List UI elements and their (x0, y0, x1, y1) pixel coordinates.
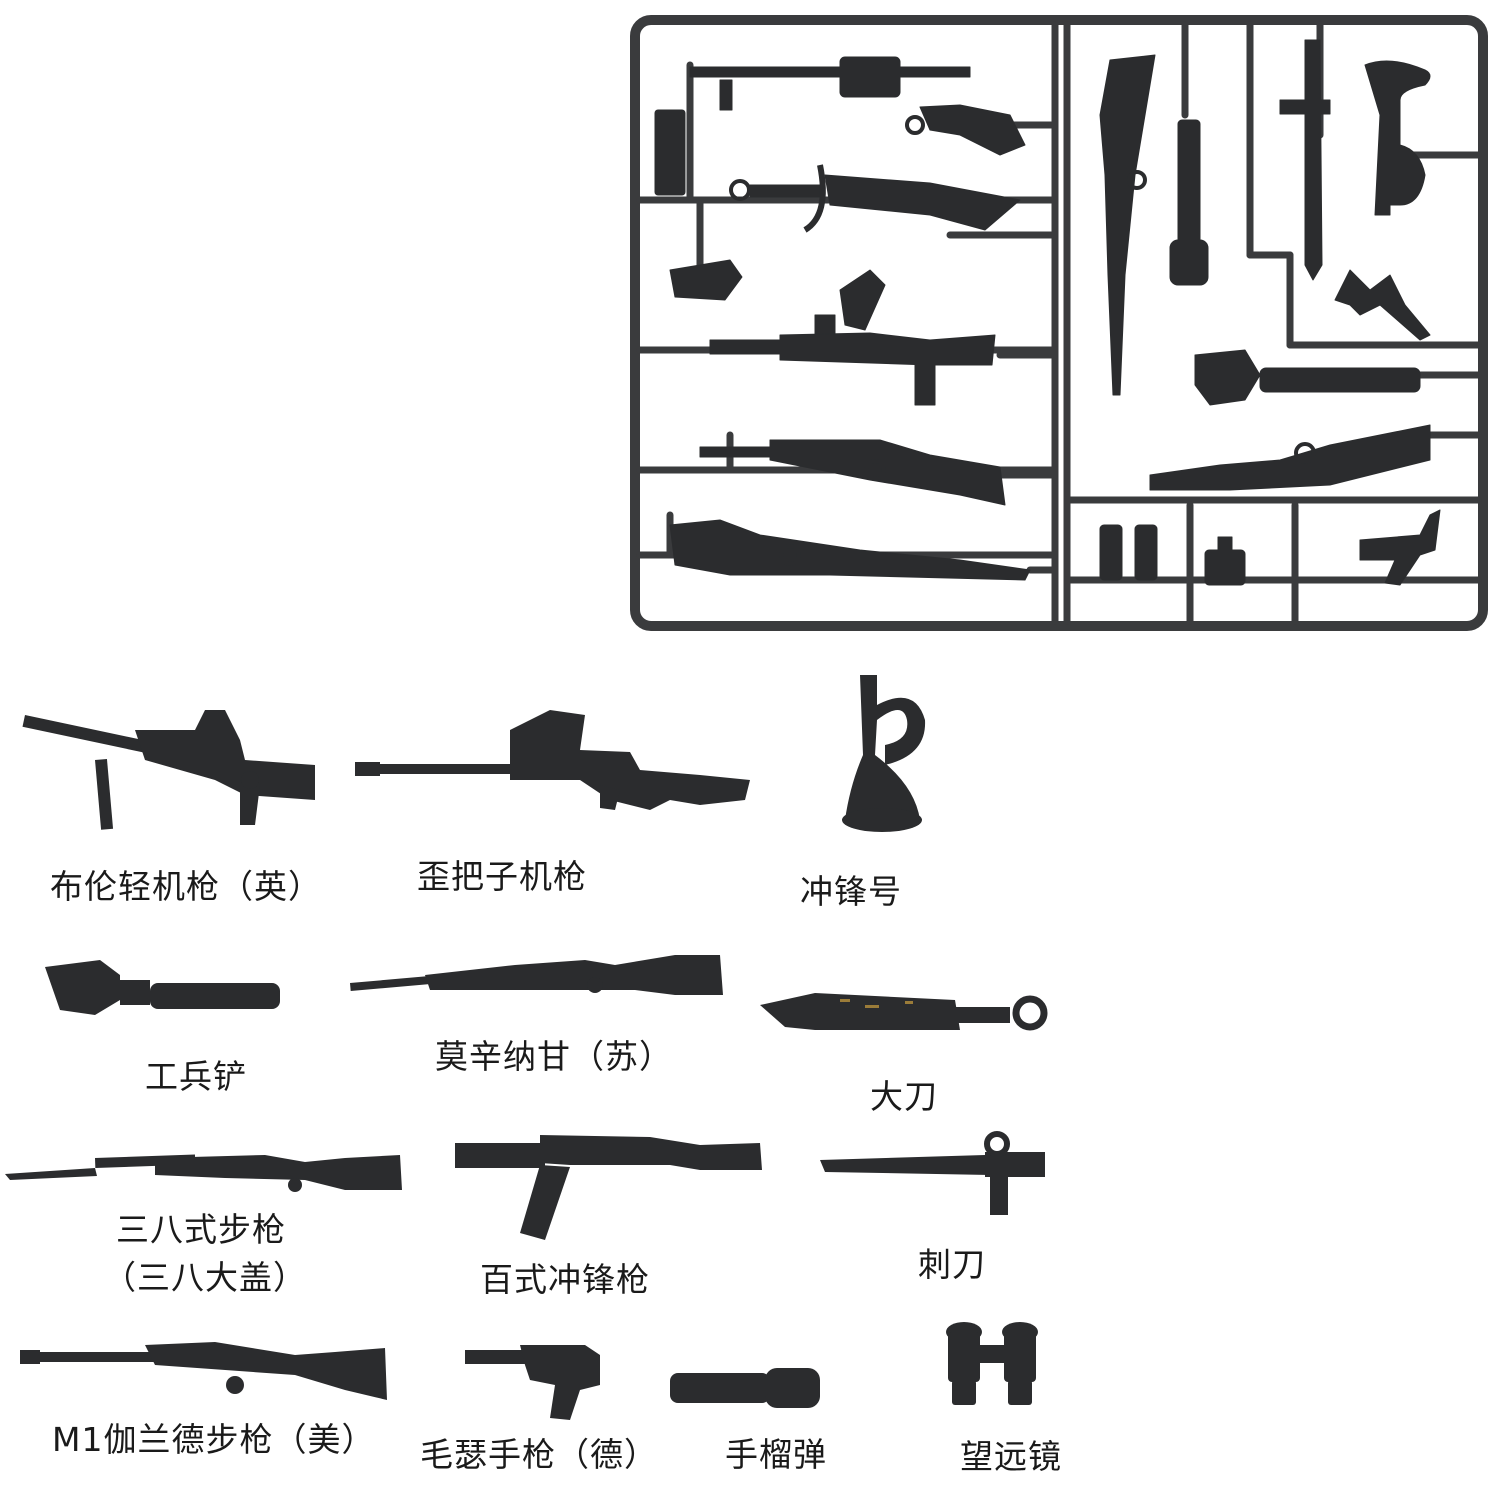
arisaka-label-line1: 三八式步枪 (116, 1210, 286, 1249)
rifle-icon (350, 955, 723, 995)
mosin-item: 莫辛纳甘（苏） (340, 940, 740, 1080)
binoculars-item: 望远镜 (930, 1320, 1090, 1480)
bayonet-icon (820, 1131, 1045, 1215)
weapon-sprue-icon (630, 15, 1488, 631)
dadao-label: 大刀 (870, 1077, 938, 1116)
mauser-label: 毛瑟手枪（德） (420, 1435, 658, 1474)
bayonet-item: 刺刀 (810, 1130, 1060, 1284)
pistol-icon (465, 1345, 600, 1420)
shovel-label: 工兵铲 (145, 1057, 247, 1096)
machine-gun-icon (355, 710, 750, 810)
m1-item: M1伽兰德步枪（美） (10, 1325, 400, 1465)
bren-label: 布伦轻机枪（英） (50, 867, 322, 906)
type11-item: 歪把子机枪 (345, 680, 765, 920)
garand-rifle-icon (20, 1342, 387, 1400)
mosin-label: 莫辛纳甘（苏） (435, 1037, 673, 1076)
dadao-item: 大刀 (750, 980, 1060, 1120)
binoculars-label: 望远镜 (960, 1437, 1062, 1476)
submachine-gun-icon (455, 1135, 762, 1240)
grenade-icon (670, 1368, 820, 1408)
shovel-icon (45, 960, 280, 1015)
type100-label: 百式冲锋枪 (480, 1260, 650, 1299)
bren-item: 布伦轻机枪（英） (0, 680, 340, 920)
type11-label: 歪把子机枪 (417, 857, 587, 896)
arisaka-label: 三八式步枪 （三八大盖） (95, 1203, 307, 1299)
arisaka-label-line2: （三八大盖） (103, 1258, 307, 1297)
m1-label: M1伽兰德步枪（美） (52, 1420, 376, 1459)
shovel-item: 工兵铲 (30, 950, 300, 1100)
rifle-bayonet-icon (5, 1154, 402, 1192)
bugle-icon (842, 675, 926, 832)
grenade-item: 手榴弹 (660, 1360, 860, 1490)
grenade-label: 手榴弹 (725, 1435, 827, 1474)
arisaka-item: 三八式步枪 （三八大盖） (0, 1135, 410, 1297)
type100-item: 百式冲锋枪 (445, 1125, 775, 1299)
mauser-item: 毛瑟手枪（德） (415, 1340, 685, 1490)
bayonet-label: 刺刀 (918, 1245, 986, 1284)
light-machine-gun-icon (22, 710, 315, 830)
binoculars-icon (946, 1322, 1038, 1405)
bugle-item: 冲锋号 (780, 660, 980, 920)
bugle-label: 冲锋号 (800, 872, 902, 911)
broadsword-icon (760, 993, 1048, 1031)
